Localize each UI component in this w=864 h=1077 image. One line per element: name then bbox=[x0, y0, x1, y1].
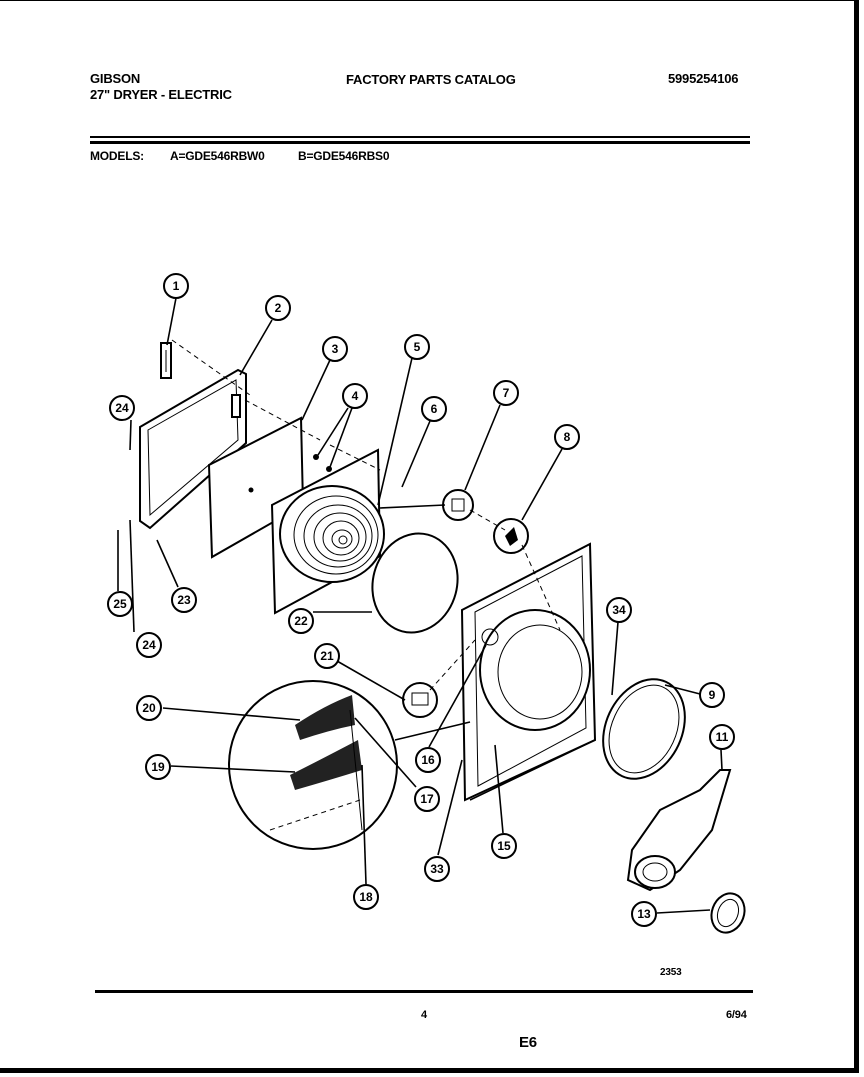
callout-7: 7 bbox=[493, 380, 519, 406]
svg-text:24: 24 bbox=[115, 401, 129, 415]
svg-text:20: 20 bbox=[142, 701, 156, 715]
gasket-part bbox=[602, 678, 686, 780]
svg-text:7: 7 bbox=[503, 386, 510, 400]
callout-15: 15 bbox=[491, 833, 517, 859]
product-name: 27" DRYER - ELECTRIC bbox=[90, 87, 232, 102]
models-label: MODELS: bbox=[90, 149, 144, 163]
svg-text:22: 22 bbox=[294, 614, 308, 628]
svg-text:15: 15 bbox=[497, 839, 511, 853]
model-b: B=GDE546RBS0 bbox=[298, 149, 390, 163]
page-number: 4 bbox=[421, 1009, 427, 1021]
callout-13: 13 bbox=[631, 901, 657, 927]
callout-34: 34 bbox=[606, 597, 632, 623]
svg-text:13: 13 bbox=[637, 907, 651, 921]
callout-6: 6 bbox=[421, 396, 447, 422]
leader-lines bbox=[117, 297, 723, 914]
callout-25: 25 bbox=[107, 591, 133, 617]
footer-rule bbox=[95, 990, 753, 993]
svg-text:11: 11 bbox=[716, 730, 729, 744]
callout-23: 23 bbox=[171, 587, 197, 613]
callout-4: 4 bbox=[342, 383, 368, 409]
callout-2: 2 bbox=[265, 295, 291, 321]
callout-8: 8 bbox=[554, 424, 580, 450]
brand-name: GIBSON bbox=[90, 71, 141, 86]
svg-text:8: 8 bbox=[564, 430, 571, 444]
door-seal-ring-part bbox=[371, 532, 459, 634]
front-panel-part bbox=[270, 448, 385, 615]
callout-20: 20 bbox=[136, 695, 162, 721]
svg-text:4: 4 bbox=[352, 389, 359, 403]
svg-text:9: 9 bbox=[709, 688, 716, 702]
svg-text:18: 18 bbox=[359, 890, 373, 904]
callout-18: 18 bbox=[353, 884, 379, 910]
svg-text:19: 19 bbox=[151, 760, 165, 774]
door-liner-hole bbox=[248, 487, 254, 493]
callout-5: 5 bbox=[404, 334, 430, 360]
screw-part bbox=[313, 454, 319, 460]
svg-text:3: 3 bbox=[332, 342, 339, 356]
section-code: E6 bbox=[519, 1034, 537, 1051]
svg-text:2: 2 bbox=[275, 301, 282, 315]
callout-9: 9 bbox=[699, 682, 725, 708]
callout-21: 21 bbox=[314, 643, 340, 669]
callout-19: 19 bbox=[145, 754, 171, 780]
svg-text:34: 34 bbox=[612, 603, 626, 617]
svg-text:23: 23 bbox=[177, 593, 191, 607]
callout-16: 16 bbox=[415, 747, 441, 773]
callout-24-upper: 24 bbox=[109, 395, 135, 421]
svg-text:33: 33 bbox=[430, 862, 444, 876]
svg-text:24: 24 bbox=[142, 638, 156, 652]
drawing-number: 2353 bbox=[660, 967, 682, 978]
callout-22: 22 bbox=[288, 608, 314, 634]
svg-text:16: 16 bbox=[421, 753, 435, 767]
header-rule-top bbox=[90, 136, 750, 138]
callout-24-lower: 24 bbox=[136, 632, 162, 658]
svg-text:21: 21 bbox=[320, 649, 334, 663]
svg-text:17: 17 bbox=[420, 792, 434, 806]
model-a: A=GDE546RBW0 bbox=[170, 149, 265, 163]
door-switch-part bbox=[402, 682, 438, 718]
svg-text:1: 1 bbox=[173, 279, 180, 293]
svg-text:5: 5 bbox=[414, 340, 421, 354]
header-rule-bottom bbox=[90, 141, 750, 144]
lint-duct-part bbox=[626, 769, 732, 892]
hinge-bracket-part bbox=[160, 342, 172, 379]
callout-1: 1 bbox=[163, 273, 189, 299]
door-panel-part bbox=[139, 368, 247, 530]
svg-text:6: 6 bbox=[431, 402, 438, 416]
screw-part bbox=[326, 466, 332, 472]
callout-33: 33 bbox=[424, 856, 450, 882]
catalog-number: 5995254106 bbox=[668, 71, 739, 86]
catalog-title: FACTORY PARTS CATALOG bbox=[346, 72, 516, 87]
revision-date: 6/94 bbox=[726, 1009, 747, 1021]
dryer-front-panel-part bbox=[460, 542, 597, 802]
svg-text:25: 25 bbox=[113, 597, 127, 611]
callout-17: 17 bbox=[414, 786, 440, 812]
callout-11: 11 bbox=[709, 724, 735, 750]
callout-3: 3 bbox=[322, 336, 348, 362]
